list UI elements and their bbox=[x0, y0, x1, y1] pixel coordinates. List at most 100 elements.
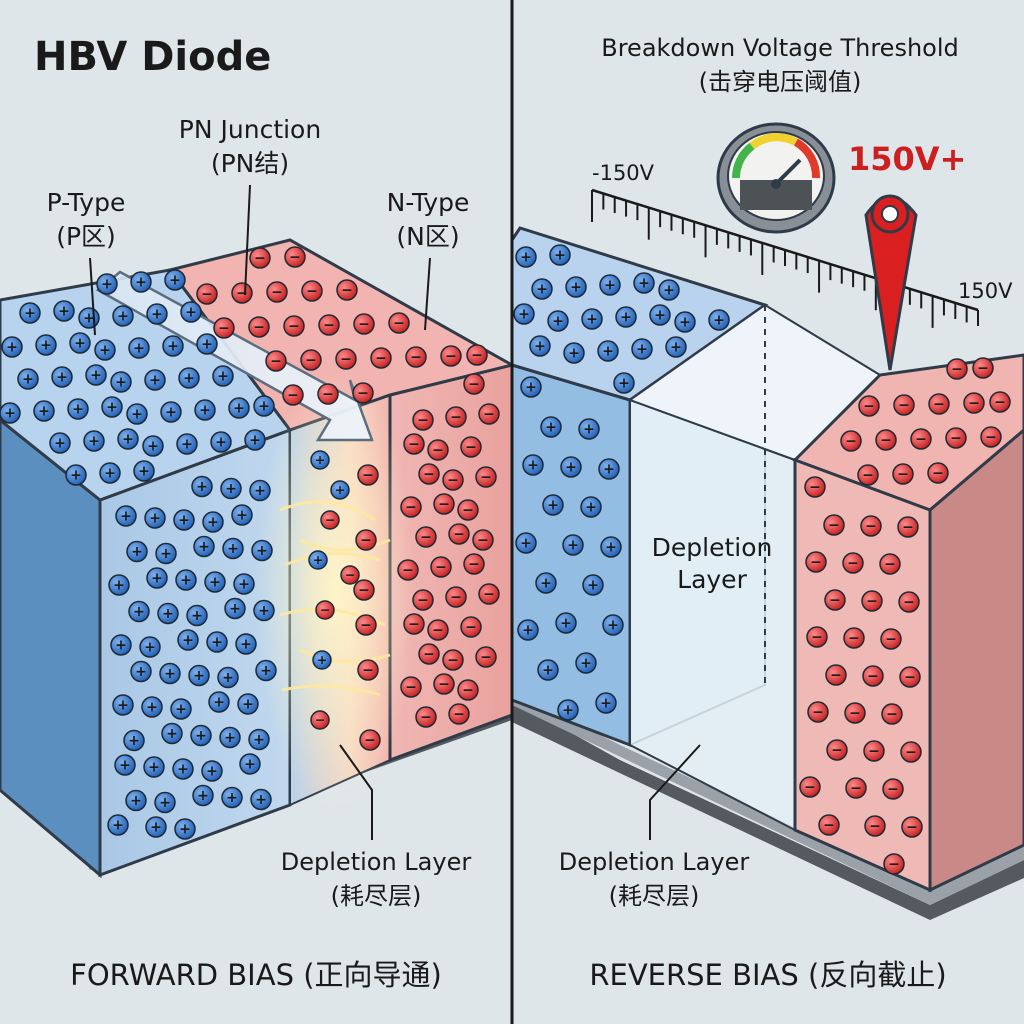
electron-charge: − bbox=[807, 701, 829, 723]
electron-charge: − bbox=[433, 493, 455, 515]
electron-charge: − bbox=[463, 553, 485, 575]
svg-text:+: + bbox=[151, 571, 163, 587]
svg-text:−: − bbox=[867, 669, 879, 685]
electron-charge: − bbox=[359, 729, 381, 751]
forward-bias-panel: ++++++++++++++++++++++++++++++++++++++++… bbox=[0, 238, 517, 879]
electron-charge: − bbox=[457, 499, 479, 521]
hole-charge: + bbox=[597, 340, 619, 362]
svg-text:−: − bbox=[812, 705, 824, 721]
svg-text:+: + bbox=[233, 401, 245, 417]
electron-charge: − bbox=[283, 315, 305, 337]
electron-charge: − bbox=[249, 247, 271, 269]
svg-text:+: + bbox=[106, 400, 118, 416]
electron-charge: − bbox=[893, 394, 915, 416]
hole-charge: + bbox=[308, 550, 328, 570]
breakdown-threshold-label: Breakdown Voltage Threshold bbox=[601, 34, 959, 62]
electron-charge: − bbox=[892, 463, 914, 485]
reverse-base-top bbox=[512, 690, 1024, 905]
svg-text:+: + bbox=[227, 541, 239, 557]
svg-text:−: − bbox=[305, 353, 317, 369]
hole-charge: + bbox=[658, 279, 680, 301]
hole-charge: + bbox=[96, 273, 118, 295]
electron-charge: − bbox=[301, 280, 323, 302]
svg-text:+: + bbox=[604, 278, 616, 294]
hole-charge: + bbox=[557, 699, 579, 721]
hole-charge: + bbox=[193, 535, 215, 558]
svg-text:+: + bbox=[183, 371, 195, 387]
hole-charge: + bbox=[172, 758, 194, 780]
svg-text:+: + bbox=[335, 482, 346, 497]
svg-text:+: + bbox=[101, 277, 113, 293]
svg-text:+: + bbox=[525, 380, 537, 396]
hole-charge: + bbox=[239, 753, 261, 775]
svg-text:+: + bbox=[58, 304, 70, 320]
forward-depletion-label: Depletion Layer bbox=[281, 848, 472, 876]
svg-text:+: + bbox=[217, 369, 229, 385]
svg-text:−: − bbox=[306, 284, 318, 300]
scale-right-label: 150V bbox=[958, 279, 1013, 303]
n-type-label: N-Type bbox=[387, 188, 470, 217]
hole-charge: + bbox=[192, 784, 214, 807]
electron-charge: − bbox=[963, 392, 985, 414]
electron-charge: − bbox=[818, 814, 840, 836]
hole-charge: + bbox=[224, 597, 246, 620]
electron-charge: − bbox=[857, 464, 879, 486]
svg-text:+: + bbox=[128, 733, 140, 749]
electron-charge: − bbox=[901, 816, 923, 838]
electron-charge: − bbox=[826, 739, 848, 761]
reverse-depletion-center-line2: Layer bbox=[677, 565, 747, 594]
svg-text:+: + bbox=[527, 458, 539, 474]
svg-text:−: − bbox=[885, 632, 897, 648]
svg-text:+: + bbox=[146, 700, 158, 716]
svg-text:+: + bbox=[207, 515, 219, 531]
hole-charge: + bbox=[674, 311, 696, 333]
svg-text:+: + bbox=[117, 698, 129, 714]
electron-charge: − bbox=[266, 281, 288, 303]
electron-charge: − bbox=[945, 427, 967, 449]
svg-text:+: + bbox=[253, 732, 265, 748]
hole-charge: + bbox=[112, 305, 134, 327]
electron-charge: − bbox=[880, 628, 902, 650]
scale-left-label: -150V bbox=[592, 161, 655, 185]
svg-text:+: + bbox=[618, 376, 630, 392]
svg-text:+: + bbox=[209, 575, 221, 591]
svg-text:−: − bbox=[362, 468, 374, 484]
hole-charge: + bbox=[83, 430, 105, 452]
hole-charge: + bbox=[194, 399, 216, 421]
svg-text:+: + bbox=[238, 577, 250, 593]
svg-text:+: + bbox=[552, 314, 564, 330]
hole-charge: + bbox=[221, 786, 243, 809]
svg-text:−: − bbox=[405, 680, 417, 696]
svg-text:+: + bbox=[182, 633, 194, 649]
svg-text:−: − bbox=[932, 466, 944, 482]
svg-text:−: − bbox=[810, 555, 822, 571]
svg-text:+: + bbox=[151, 307, 163, 323]
electron-charge: − bbox=[412, 409, 434, 431]
svg-text:−: − bbox=[417, 593, 429, 609]
electron-charge: − bbox=[355, 614, 377, 636]
svg-text:+: + bbox=[249, 433, 261, 449]
svg-text:+: + bbox=[160, 546, 172, 562]
electron-charge: − bbox=[318, 314, 340, 336]
svg-text:+: + bbox=[180, 573, 192, 589]
hole-charge: + bbox=[515, 246, 537, 268]
electron-charge: − bbox=[412, 589, 434, 611]
svg-text:−: − bbox=[315, 712, 326, 727]
svg-text:−: − bbox=[201, 287, 213, 303]
hole-charge: + bbox=[595, 692, 617, 714]
hole-charge: + bbox=[235, 633, 257, 655]
svg-text:+: + bbox=[22, 372, 34, 388]
svg-text:+: + bbox=[196, 479, 208, 495]
hole-charge: + bbox=[35, 334, 57, 356]
hole-charge: + bbox=[633, 272, 655, 294]
reverse-n-side bbox=[928, 428, 1024, 893]
electron-charge: − bbox=[843, 627, 865, 649]
svg-text:+: + bbox=[113, 578, 125, 594]
svg-text:+: + bbox=[587, 578, 599, 594]
svg-text:−: − bbox=[325, 512, 336, 527]
hole-charge: + bbox=[33, 400, 55, 422]
svg-text:+: + bbox=[104, 466, 116, 482]
hole-charge: + bbox=[228, 397, 250, 419]
electron-charge: − bbox=[448, 703, 470, 725]
hole-charge: + bbox=[17, 368, 39, 390]
